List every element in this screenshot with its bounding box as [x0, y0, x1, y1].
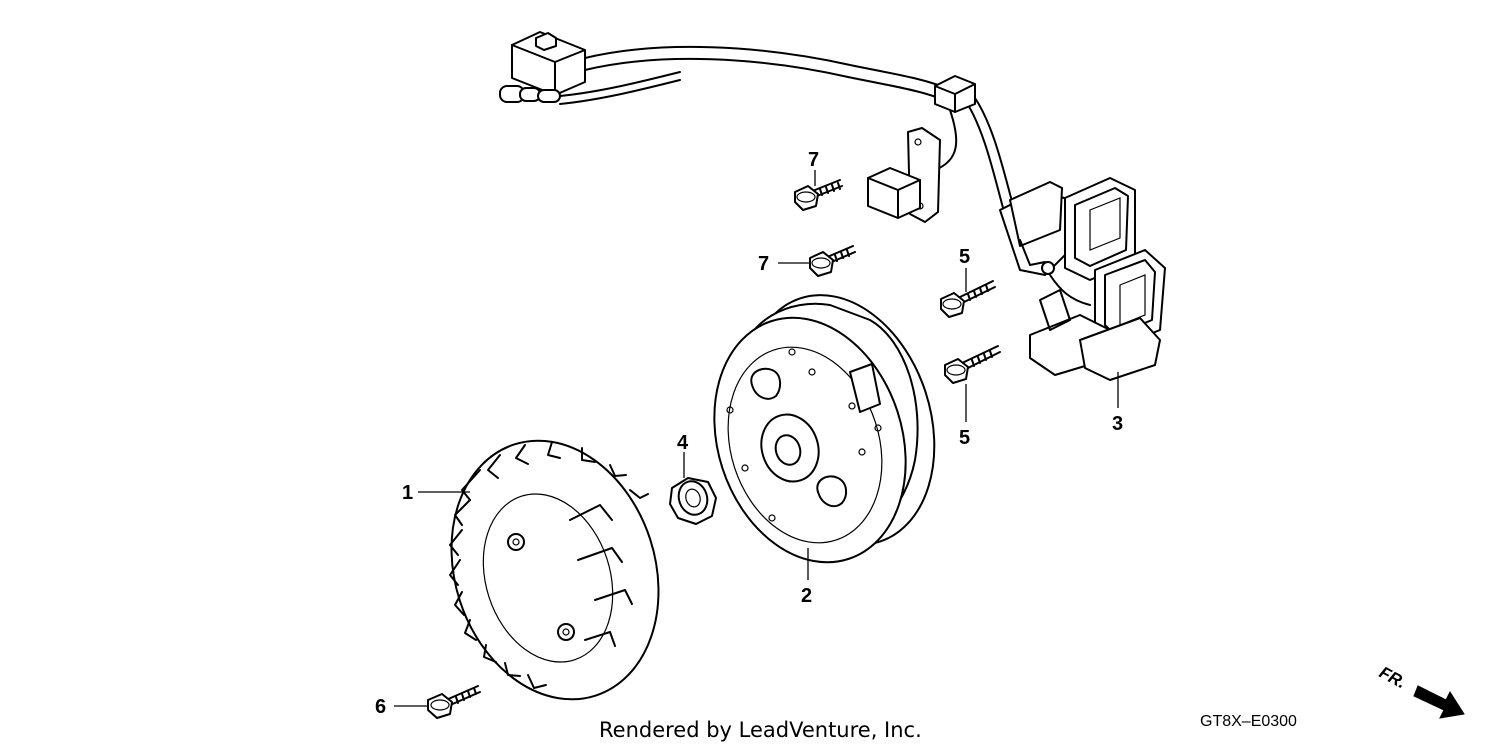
cooling-fan[interactable] [419, 414, 691, 727]
callout-7-lower: 7 [758, 253, 769, 275]
wiring-harness[interactable] [559, 45, 1016, 216]
bolt-5-upper[interactable] [940, 280, 996, 318]
front-direction-indicator: FR. [1376, 663, 1465, 719]
bolt-7-lower[interactable] [809, 245, 856, 277]
callout-1: 1 [402, 482, 413, 504]
callout-3: 3 [1112, 413, 1123, 435]
bolt-6[interactable] [427, 685, 481, 719]
rendered-by-credit: Rendered by LeadVenture, Inc. [599, 718, 922, 742]
callout-4: 4 [677, 432, 689, 454]
flywheel[interactable] [684, 270, 965, 587]
bullet-connector[interactable] [499, 85, 561, 103]
multi-pin-connector[interactable] [511, 31, 586, 96]
front-direction-arrow-icon [1413, 685, 1465, 719]
callout-7-upper: 7 [808, 149, 819, 171]
pulser-coil[interactable] [867, 127, 941, 223]
callout-5-lower: 5 [959, 427, 970, 449]
bolt-7-upper[interactable] [794, 179, 843, 211]
front-direction-label: FR. [1376, 663, 1409, 693]
harness-grommet[interactable] [934, 75, 976, 113]
callout-5-upper: 5 [959, 246, 970, 268]
callout-6: 6 [375, 696, 386, 718]
callout-2: 2 [801, 585, 812, 607]
flange-nut[interactable] [669, 477, 717, 525]
stator[interactable] [999, 177, 1166, 381]
bolt-5-lower[interactable] [944, 345, 1001, 384]
diagram-code: GT8X–E0300 [1200, 713, 1297, 730]
